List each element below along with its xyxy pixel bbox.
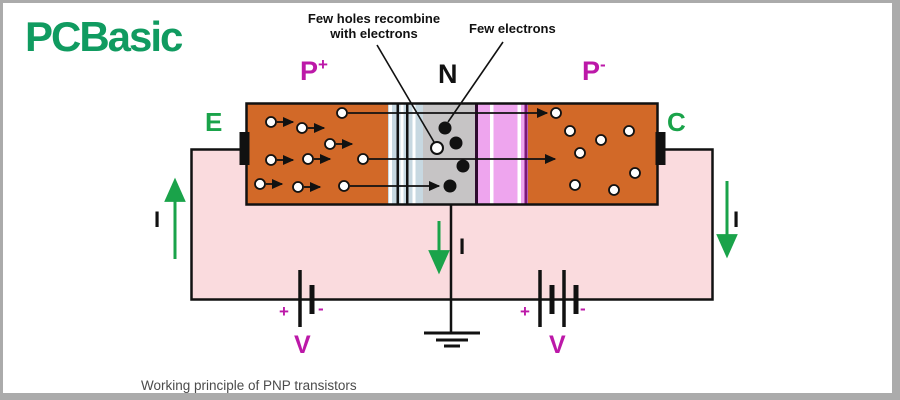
label-current-base: I bbox=[459, 234, 466, 259]
hole-icon bbox=[564, 125, 576, 137]
hole-icon bbox=[292, 181, 304, 193]
electron-icon bbox=[438, 121, 452, 135]
battery-left-voltage: V bbox=[294, 331, 311, 359]
hole-icon bbox=[595, 134, 607, 146]
battery-left-icon bbox=[298, 270, 315, 327]
hole-icon bbox=[608, 184, 620, 196]
battery-right-plus: + bbox=[520, 302, 530, 321]
label-base-region: N bbox=[438, 59, 458, 89]
battery-left-minus: - bbox=[318, 299, 324, 318]
label-emitter-terminal: E bbox=[205, 107, 223, 137]
electron-icon bbox=[443, 179, 457, 193]
hole-icon bbox=[569, 179, 581, 191]
label-emitter-region: P+ bbox=[300, 55, 328, 86]
collector-terminal bbox=[655, 132, 666, 165]
hole-icon bbox=[574, 147, 586, 159]
hole-icon bbox=[550, 107, 562, 119]
hole-icon bbox=[324, 138, 336, 150]
emitter-terminal bbox=[239, 132, 250, 165]
hole-icon bbox=[623, 125, 635, 137]
leader-line-recombine bbox=[376, 44, 435, 143]
hole-icon bbox=[296, 122, 308, 134]
hole-icon bbox=[357, 153, 369, 165]
annotation-recombine-line1: Few holes recombine bbox=[307, 11, 441, 26]
carrier-particles bbox=[254, 107, 641, 196]
annotation-few-electrons: Few electrons bbox=[469, 21, 556, 36]
hole-icon bbox=[265, 154, 277, 166]
ground-symbol bbox=[424, 331, 480, 348]
pnp-transistor-circuit-diagram bbox=[164, 41, 738, 348]
hole-icon bbox=[302, 153, 314, 165]
battery-left-plus: + bbox=[279, 302, 289, 321]
electron-icon bbox=[456, 159, 470, 173]
hole-icon bbox=[254, 178, 266, 190]
collector-region bbox=[528, 104, 658, 204]
label-current-left: I bbox=[154, 207, 161, 232]
hole-icon bbox=[265, 116, 277, 128]
electron-icon bbox=[449, 136, 463, 150]
battery-right-icon bbox=[538, 270, 579, 327]
label-collector-terminal: C bbox=[667, 107, 686, 137]
pcbasic-logo: PCBasic bbox=[25, 13, 183, 60]
battery-right-minus: - bbox=[580, 299, 586, 318]
recombining-hole-icon bbox=[430, 141, 444, 155]
annotation-recombine-line2: with electrons bbox=[330, 26, 418, 41]
hole-icon bbox=[629, 167, 641, 179]
annotation-recombine: Few holes recombine with electrons bbox=[291, 11, 457, 41]
label-current-right: I bbox=[733, 207, 740, 232]
leader-line-electrons bbox=[447, 41, 504, 123]
diagram-caption: Working principle of PNP transistors bbox=[141, 378, 357, 393]
label-collector-region: P- bbox=[582, 55, 606, 86]
hole-icon bbox=[338, 180, 350, 192]
depletion-left-region bbox=[388, 104, 423, 204]
hole-icon bbox=[336, 107, 348, 119]
battery-right-voltage: V bbox=[549, 331, 566, 359]
